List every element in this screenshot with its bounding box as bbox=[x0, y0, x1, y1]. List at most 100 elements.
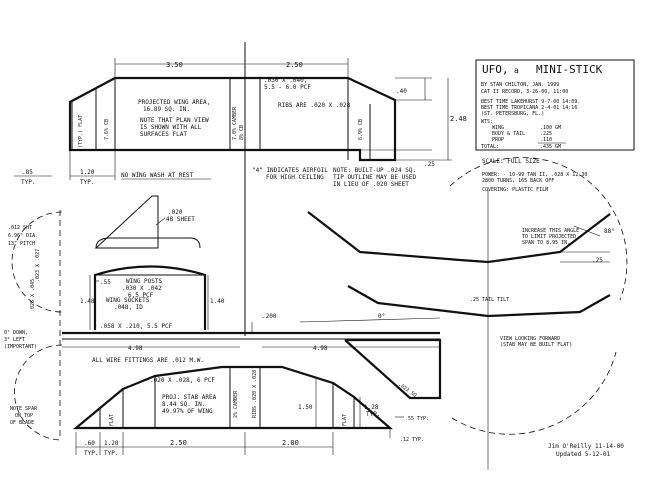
title-ufo: UFO, bbox=[482, 63, 509, 76]
stab-camber: 2% CAMBER bbox=[233, 390, 239, 418]
side-deg-0: 0° bbox=[378, 313, 385, 320]
stab-area-3: 49.97% OF WING bbox=[162, 408, 213, 415]
wing-center-camber: 7.0% CAMBER bbox=[232, 106, 238, 140]
title-block: UFO, a MINI-STICK BY STAN CHILTON, JAN. … bbox=[475, 59, 635, 193]
wing-typ-2: TYP. bbox=[80, 179, 94, 186]
title-body-label: BODY & TAIL bbox=[492, 131, 525, 137]
wing-left-cb: 7.6% CB bbox=[104, 119, 110, 140]
wing-dim-left: 3.50 bbox=[166, 61, 183, 69]
wing-dim-right: 2.50 bbox=[286, 61, 303, 69]
title-ministick: MINI-STICK bbox=[536, 63, 603, 76]
title-best-3: (ST. PETERSBURG, FL.) bbox=[481, 111, 544, 117]
stab-dim-150: 1.50 bbox=[298, 404, 313, 411]
credit-block: Jim O'Reilly 11-14-00 Updated 5-12-01 bbox=[548, 443, 624, 458]
motorstick-spec: .058 X .210, 5.5 PCF bbox=[100, 323, 173, 330]
posts-2: .030 X .042 bbox=[122, 285, 162, 292]
wire-fittings: ALL WIRE FITTINGS ARE .012 M.W. bbox=[92, 357, 204, 364]
stab-typ-right: TYP. bbox=[366, 411, 380, 418]
posts-1: WING POSTS bbox=[126, 278, 163, 285]
fin-size-2: 48 SHEET bbox=[166, 216, 195, 223]
wing-dim-25: .25 bbox=[424, 161, 435, 168]
info-covering: COVERING: PLASTIC FILM bbox=[482, 187, 548, 193]
wing-no-washout: NO WING WASH AT REST bbox=[121, 172, 194, 179]
thrust-1: 0° DOWN, bbox=[4, 330, 28, 336]
spar-note-3: OF BLADE bbox=[10, 420, 34, 426]
stab-ribs: RIBS .020 X .028 bbox=[252, 370, 258, 418]
stab-area-1: PROJ. STAB AREA bbox=[162, 394, 217, 401]
sockets-2: .048, ID bbox=[114, 304, 143, 311]
spar-note-1: NOTE SPAR bbox=[10, 406, 38, 412]
wing-note-3: SURFACES FLAT bbox=[140, 131, 187, 138]
wing-spar-top-1: .030 X .040, bbox=[264, 77, 307, 84]
title-total-label: TOTAL: bbox=[481, 144, 499, 150]
thrust-3: (IMPORTANT) bbox=[4, 344, 37, 350]
stab-plan-view: .020 X .028, 6 PCF PROJ. STAB AREA 8.44 … bbox=[72, 365, 429, 457]
stab-dim-120: 1.20 bbox=[104, 440, 119, 447]
front-view-1: VIEW LOOKING FORWARD bbox=[500, 336, 560, 342]
info-power-1: POWER: - 10-99 TAN II, .028 X 12.30 bbox=[482, 172, 587, 178]
title-wing-val: .100 GM bbox=[540, 125, 561, 131]
wing-right-cb: 6.9% CB bbox=[358, 119, 364, 140]
wing-dim-248: 2.48 bbox=[450, 115, 467, 123]
front-increase-1: INCREASE THIS ANGLE bbox=[522, 228, 579, 234]
posts-3: 6.5 PCF bbox=[128, 292, 154, 299]
credit-line-1: Jim O'Reilly 11-14-00 bbox=[548, 443, 624, 450]
title-total-val: .435 GM bbox=[540, 144, 561, 150]
title-record: CAT II RECORD, 3-26-00, 11:00 bbox=[481, 89, 568, 95]
side-dim-140: 1.40 bbox=[210, 298, 225, 305]
front-increase-3: SPAN TO 8.95 IN. bbox=[522, 240, 570, 246]
prop-blade-size: .023 X .027 bbox=[35, 249, 41, 282]
title-author: BY STAN CHILTON, JAN. 1999 bbox=[481, 82, 559, 88]
side-dim-55: .55 bbox=[100, 279, 111, 286]
title-best-1: BEST TIME LAKEHURST 9-7-00 14:09. bbox=[481, 99, 580, 105]
stab-typ-120: TYP. bbox=[104, 450, 118, 457]
prop-sheet: .012 SHT bbox=[8, 225, 32, 231]
stab-dim-55: .55 TYP. bbox=[405, 416, 429, 422]
info-scale: SCALE: FULL SIZE bbox=[482, 158, 540, 165]
wing-note-1: NOTE THAT PLAN VIEW bbox=[140, 117, 209, 124]
wing-spar-top-2: 5.5 - 6.0 PCF bbox=[264, 84, 311, 91]
wing-builtup-2: TIP OUTLINE MAY BE USED bbox=[333, 174, 416, 181]
wing-dim-40: .40 bbox=[396, 88, 407, 95]
stab-dim-250: 2.50 bbox=[170, 439, 187, 447]
sockets-1: WING SOCKETS bbox=[106, 297, 150, 304]
front-angle: 88° bbox=[604, 228, 615, 235]
wing-dim-120: 1.20 bbox=[80, 169, 95, 176]
wing-plan-view: 3.50 2.50 .030 X .040, 5.5 - 6.0 PCF .40… bbox=[14, 42, 467, 336]
side-view: .012 SHT 6.96" DIA. 13" PITCH .023 X .02… bbox=[4, 195, 442, 441]
thrust-2: 3° LEFT bbox=[4, 337, 25, 343]
title-wing-label: WING bbox=[492, 125, 504, 131]
stab-dim-128: 1.28 bbox=[364, 404, 379, 411]
wing-center-cb: 8% CB bbox=[239, 125, 245, 140]
stab-dim-200: 2.00 bbox=[282, 439, 299, 447]
wing-area-1: PROJECTED WING AREA, bbox=[138, 99, 210, 106]
wing-note-2: IS SHOWN WITH ALL bbox=[140, 124, 202, 131]
front-view-2: (STAB MAY BE BUILT FLAT) bbox=[500, 342, 572, 348]
title-wts-label: WTS: bbox=[481, 119, 493, 125]
title-body-val: .225 bbox=[540, 131, 552, 137]
title-prop-label: PROP bbox=[492, 137, 504, 143]
wing-airfoil-2: FOR HIGH CEILING bbox=[266, 174, 324, 181]
wing-airfoil-1: "4" INDICATES AIRFOIL bbox=[252, 167, 328, 174]
stab-flat-right: FLAT bbox=[342, 414, 348, 426]
prop-dia: 6.96" DIA. bbox=[8, 233, 38, 239]
credit-line-2: Updated 5-12-01 bbox=[556, 451, 611, 458]
side-dim-200: .200 bbox=[262, 313, 277, 320]
side-dim-148: 1.48 bbox=[80, 298, 95, 305]
wing-area-2: 16.89 SQ. IN. bbox=[143, 106, 190, 113]
stab-dim-60: .60 bbox=[84, 440, 95, 447]
side-dim-498b: 4.98 bbox=[313, 345, 328, 352]
stab-area-2: 8.44 SQ. IN. bbox=[162, 401, 205, 408]
title-prop-val: .110 bbox=[540, 137, 552, 143]
stab-flat-left: FLAT bbox=[109, 414, 115, 426]
front-dim-25: .25 bbox=[592, 257, 603, 264]
front-tail-tilt: .25 TAIL TILT bbox=[470, 297, 509, 303]
wing-ribs: RIBS ARE .020 X .028 bbox=[278, 102, 351, 109]
prop-pitch: 13" PITCH bbox=[8, 241, 35, 247]
wing-flat-typ: (TYP.) FLAT bbox=[78, 115, 84, 148]
wing-builtup-1: NOTE: BUILT-UP .024 SQ. bbox=[333, 167, 416, 174]
wing-builtup-3: IN LIEU OF .020 SHEET bbox=[333, 181, 409, 188]
front-increase-2: TO LIMIT PROJECTED bbox=[522, 234, 576, 240]
wing-typ-1: TYP. bbox=[21, 179, 35, 186]
